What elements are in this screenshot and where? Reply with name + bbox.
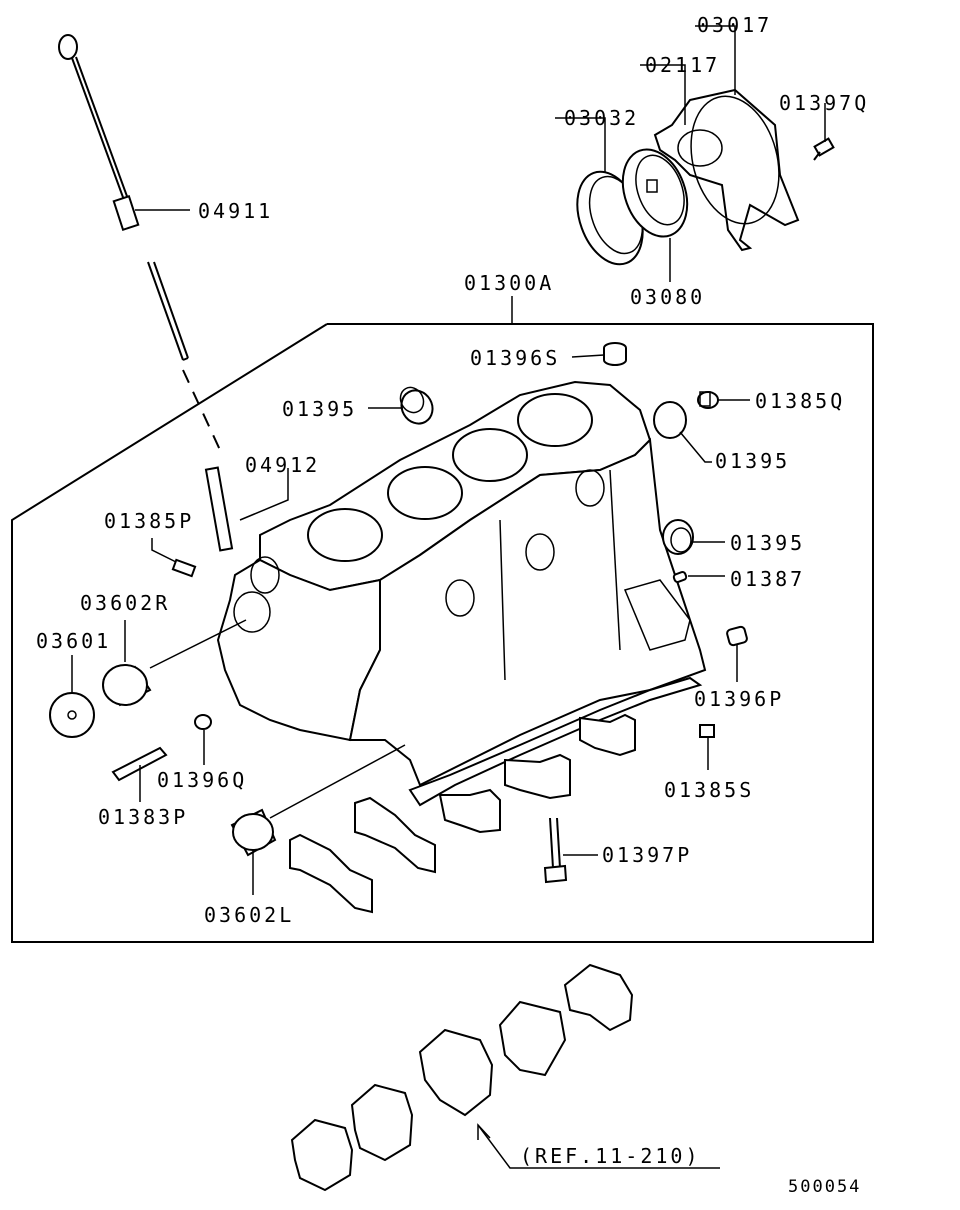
stud-01383p <box>111 746 168 782</box>
dipstick-guide <box>204 466 234 552</box>
balancer-bushing-03601 <box>49 692 95 738</box>
reference-label: (REF.11-210) <box>520 1144 701 1168</box>
label-01396q: 01396Q <box>157 768 247 792</box>
figure-number: 500054 <box>788 1177 861 1197</box>
label-03080: 03080 <box>630 285 705 309</box>
label-01396s: 01396S <box>470 346 560 370</box>
label-03017: 03017 <box>697 13 772 37</box>
label-03602r: 03602R <box>80 591 170 615</box>
plug-01385p <box>171 558 197 578</box>
label-03032: 03032 <box>564 106 639 130</box>
label-04911: 04911 <box>198 199 273 223</box>
label-01395-top: 01395 <box>282 397 357 421</box>
label-01395-mid: 01395 <box>730 531 805 555</box>
dowel-01396q <box>194 714 212 730</box>
label-04912: 04912 <box>245 453 320 477</box>
expansion-plug-01395-top <box>399 386 434 425</box>
leader-lines <box>71 25 826 1169</box>
label-01397p: 01397P <box>602 843 692 867</box>
label-01385s: 01385S <box>664 778 754 802</box>
expansion-plug-01395-right <box>653 401 687 439</box>
expansion-plug-01395-mid <box>662 519 694 555</box>
label-01395-right: 01395 <box>715 449 790 473</box>
pin-01387 <box>672 571 688 583</box>
oil-seal-plate <box>621 148 689 238</box>
label-03602l: 03602L <box>204 903 294 927</box>
label-01385q: 01385Q <box>755 389 845 413</box>
part-labels: 03017 02117 03032 01397Q 04911 03080 013… <box>36 13 869 1197</box>
cylinder-block-group-outline <box>11 323 874 943</box>
plug-01385q <box>697 391 719 409</box>
label-01387: 01387 <box>730 567 805 591</box>
label-01397q: 01397Q <box>779 91 869 115</box>
balancer-bushing-03602l <box>230 808 277 857</box>
cylinder-block <box>216 380 707 807</box>
label-01396p: 01396P <box>694 687 784 711</box>
plug-01385s <box>699 724 715 738</box>
bolt-01397p <box>543 817 568 884</box>
label-01385p: 01385P <box>104 509 194 533</box>
dowel-01396p <box>726 625 748 647</box>
label-01383p: 01383P <box>98 805 188 829</box>
balancer-bushing-03602r <box>102 664 152 707</box>
crankshaft-bearing-set <box>290 963 634 1192</box>
label-02117: 02117 <box>645 53 720 77</box>
main-bearing-caps <box>289 713 636 914</box>
expansion-plug-01396s <box>603 342 627 366</box>
bolt-01397q <box>813 137 835 161</box>
label-03601: 03601 <box>36 629 111 653</box>
rear-oil-seal-case <box>653 88 800 252</box>
label-01300a: 01300A <box>464 271 554 295</box>
oil-dipstick <box>58 34 221 451</box>
